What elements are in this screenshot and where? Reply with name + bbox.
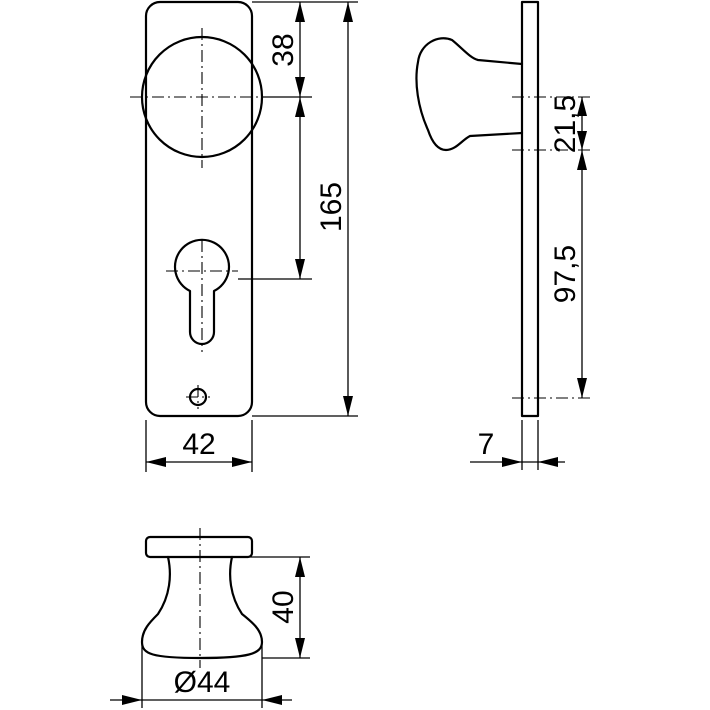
knob-profile-outline: [140, 555, 264, 660]
arrowhead: [343, 396, 353, 416]
arrowhead: [577, 150, 587, 170]
dimension-label-42: 42: [182, 428, 215, 461]
bottom-view: [140, 528, 264, 668]
arrowhead: [295, 259, 305, 279]
side-view-dimensions: 21,5 97,5 7: [470, 95, 587, 470]
front-view-dimensions: 38 165 42: [145, 1, 358, 472]
rose-flange-outline: [144, 535, 254, 559]
arrowhead: [538, 457, 558, 467]
arrowhead: [295, 77, 305, 97]
arrowhead: [146, 457, 166, 467]
arrowhead: [577, 378, 587, 398]
knob-side-outline: [415, 37, 524, 152]
arrowhead: [577, 131, 587, 150]
arrowhead: [577, 97, 587, 116]
arrowhead: [295, 2, 305, 22]
arrowhead: [262, 695, 282, 705]
arrowhead: [502, 457, 522, 467]
dimension-label-38: 38: [267, 33, 300, 66]
arrowhead: [122, 695, 142, 705]
dimension-label-diameter-44: Ø44: [174, 666, 231, 699]
front-view: [130, 0, 264, 418]
plate-side-outline: [520, 0, 540, 418]
dimension-label-165: 165: [315, 182, 348, 232]
dimension-label-40: 40: [267, 590, 300, 623]
arrowhead: [295, 97, 305, 117]
arrowhead: [295, 557, 305, 577]
dimension-label-21-5: 21,5: [549, 95, 582, 153]
side-view: [415, 0, 592, 418]
arrowhead: [232, 457, 252, 467]
dimension-label-97-5: 97,5: [549, 245, 582, 303]
escutcheon-plate-outline: [144, 0, 254, 418]
bottom-view-dimensions: 40 Ø44: [110, 556, 310, 708]
arrowhead: [343, 2, 353, 22]
arrowhead: [295, 638, 305, 658]
dimension-label-7: 7: [478, 428, 495, 461]
